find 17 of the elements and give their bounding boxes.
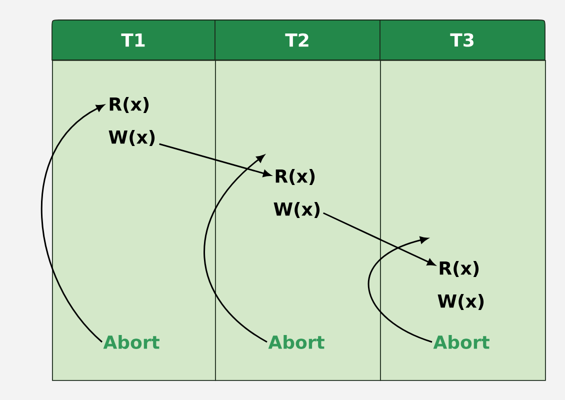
operation-label: R(x)	[276, 168, 315, 186]
operation-label: W(x)	[274, 202, 320, 218]
curved-arrow	[41, 104, 104, 343]
operation-label: R(x)	[440, 260, 479, 278]
arrow	[323, 212, 436, 266]
column-header: T2	[214, 20, 380, 60]
curved-arrow	[368, 236, 432, 343]
abort-label: Abort	[433, 335, 490, 349]
curved-arrow	[204, 154, 268, 343]
operation-label: W(x)	[108, 130, 155, 146]
arrow	[159, 143, 272, 177]
column-header: T1	[52, 20, 216, 60]
abort-label: Abort	[103, 335, 160, 349]
operation-label: R(x)	[110, 96, 149, 114]
operation-label: W(x)	[438, 294, 484, 310]
abort-label: Abort	[268, 335, 324, 349]
column-header: T3	[380, 20, 546, 60]
